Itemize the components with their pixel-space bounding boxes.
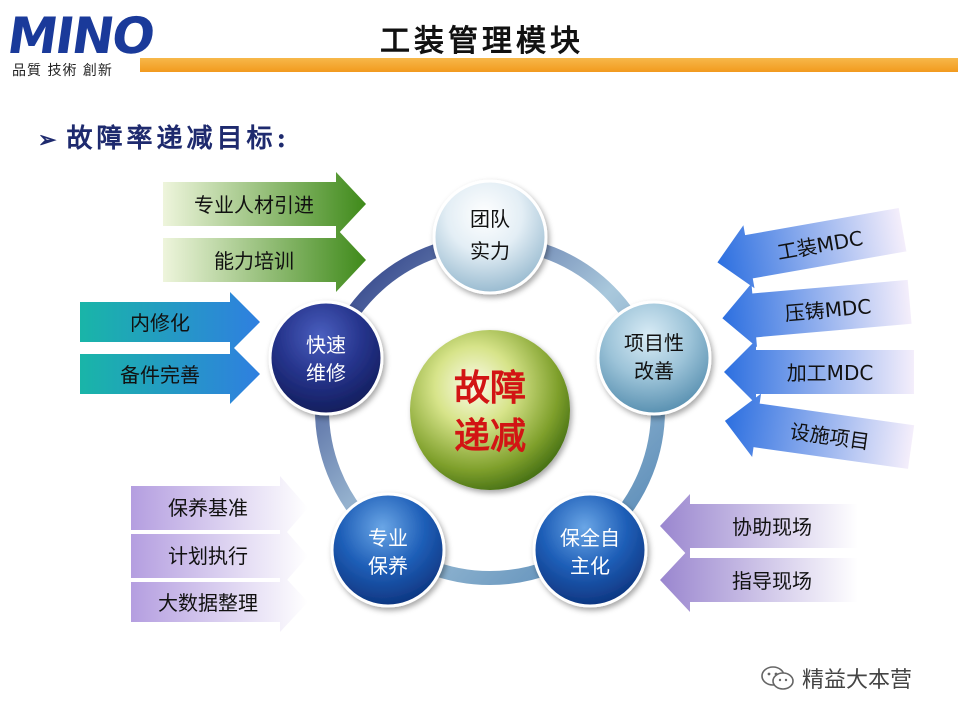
center-label-2: 递减 — [454, 416, 526, 457]
mdc-arrow-4: 设施项目 — [724, 393, 915, 469]
node-team — [432, 179, 548, 295]
team-arrow-2: 能力培训 — [163, 228, 366, 292]
page-title: 工装管理模块 — [380, 24, 584, 59]
team-arrow-2-label: 能力培训 — [214, 249, 294, 273]
mdc-arrow-3: 加工MDC — [724, 340, 914, 404]
maintenance-arrow-1-label: 保养基准 — [168, 496, 248, 520]
logo-tagline: 品質 技術 創新 — [12, 63, 113, 79]
node-project-label-1: 项目性 — [624, 331, 684, 355]
watermark-text: 精益大本营 — [802, 668, 913, 693]
maintenance-arrow-3-label: 大数据整理 — [158, 591, 258, 615]
mdc-arrow-2: 压铸MDC — [722, 279, 912, 348]
repair-arrow-2: 备件完善 — [80, 344, 260, 404]
maintenance-arrow-2-label: 计划执行 — [168, 544, 248, 568]
repair-arrow-1: 内修化 — [80, 292, 260, 352]
repair-arrow-1-label: 内修化 — [130, 311, 190, 335]
center-label-1: 故障 — [454, 368, 526, 409]
node-repair-label-2: 维修 — [306, 361, 346, 385]
autonomy-arrow-1: 协助现场 — [660, 494, 858, 558]
node-project-label-2: 改善 — [634, 359, 674, 383]
maintenance-arrow-1: 保养基准 — [131, 476, 308, 540]
mino-logo: MINO 品質 技術 創新 — [4, 7, 158, 79]
autonomy-arrow-2: 指导现场 — [660, 548, 858, 612]
node-autonomy-label-2: 主化 — [570, 554, 610, 578]
team-arrow-1-label: 专业人材引进 — [194, 193, 314, 217]
node-autonomy-label-1: 保全自 — [560, 526, 620, 550]
mdc-arrow-3-label: 加工MDC — [787, 361, 874, 385]
autonomy-arrow-1-label: 协助现场 — [732, 515, 812, 539]
autonomy-arrow-2-label: 指导现场 — [732, 569, 812, 593]
maintenance-arrow-2: 计划执行 — [131, 524, 308, 588]
repair-arrow-2-label: 备件完善 — [120, 363, 200, 387]
center-circle — [410, 330, 570, 490]
node-team-label-2: 实力 — [470, 239, 510, 263]
watermark: 精益大本营 — [760, 662, 912, 694]
node-maintenance-label-1: 专业 — [368, 526, 408, 550]
node-repair-label-1: 快速 — [306, 333, 346, 357]
team-arrow-1: 专业人材引进 — [163, 172, 366, 236]
node-maintenance — [330, 492, 446, 608]
mdc-arrow-1: 工装MDC — [717, 208, 907, 289]
maintenance-arrow-3: 大数据整理 — [131, 572, 308, 632]
node-repair — [268, 300, 384, 416]
wechat-icon — [761, 666, 794, 690]
goal-heading: ➢故障率递减目标: — [38, 118, 290, 155]
node-project — [596, 300, 712, 416]
bullet-arrow-icon: ➢ — [38, 127, 61, 153]
title-underline-bar — [140, 58, 958, 72]
node-autonomy — [532, 492, 648, 608]
goal-heading-text: 故障率递减目标: — [66, 124, 291, 154]
node-team-label-1: 团队 — [470, 207, 510, 231]
node-maintenance-label-2: 保养 — [368, 554, 408, 578]
